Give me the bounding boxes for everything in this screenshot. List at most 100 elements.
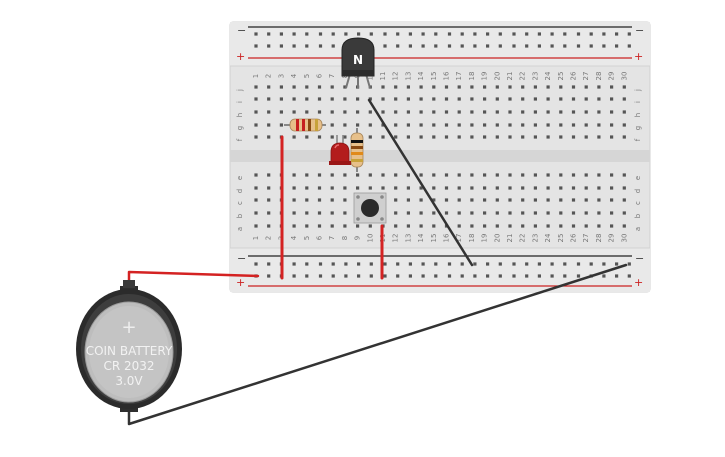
hole-h7[interactable]	[330, 110, 334, 114]
hole-i12[interactable]	[394, 97, 398, 101]
hole-j22[interactable]	[521, 85, 525, 89]
rail-hole-top-minus-19[interactable]	[486, 32, 490, 36]
hole-b20[interactable]	[495, 211, 499, 215]
hole-c30[interactable]	[622, 198, 626, 202]
hole-d21[interactable]	[508, 186, 512, 190]
rail-hole-bottom-plus-23[interactable]	[537, 274, 541, 278]
hole-f7[interactable]	[330, 135, 334, 139]
hole-d10[interactable]	[368, 186, 372, 190]
hole-c15[interactable]	[432, 198, 436, 202]
hole-b22[interactable]	[521, 211, 525, 215]
hole-e23[interactable]	[533, 173, 537, 177]
rail-hole-top-minus-24[interactable]	[550, 32, 554, 36]
rail-hole-top-plus-15[interactable]	[434, 44, 438, 48]
rail-hole-bottom-minus-19[interactable]	[486, 262, 490, 266]
rail-hole-bottom-minus-2[interactable]	[267, 262, 271, 266]
resistor-horizontal[interactable]	[284, 118, 326, 132]
hole-j7[interactable]	[330, 85, 334, 89]
rail-hole-bottom-plus-16[interactable]	[447, 274, 452, 278]
hole-g20[interactable]	[495, 123, 499, 127]
hole-b15[interactable]	[432, 211, 436, 215]
rail-hole-bottom-minus-15[interactable]	[434, 262, 438, 266]
hole-h28[interactable]	[597, 110, 601, 114]
hole-g13[interactable]	[406, 123, 410, 127]
hole-e13[interactable]	[406, 173, 410, 177]
hole-f29[interactable]	[610, 135, 614, 139]
rail-hole-top-minus-15[interactable]	[434, 32, 438, 36]
rail-hole-top-plus-13[interactable]	[408, 44, 412, 48]
hole-h22[interactable]	[521, 110, 525, 114]
hole-d7[interactable]	[330, 186, 334, 190]
hole-g10[interactable]	[368, 123, 372, 127]
hole-h23[interactable]	[533, 110, 537, 114]
rail-hole-top-plus-4[interactable]	[292, 44, 296, 48]
hole-c7[interactable]	[330, 198, 334, 202]
rail-hole-bottom-minus-9[interactable]	[357, 262, 361, 266]
rail-hole-bottom-minus-5[interactable]	[305, 262, 309, 266]
rail-hole-top-plus-6[interactable]	[318, 44, 323, 48]
hole-d13[interactable]	[406, 186, 410, 190]
hole-e20[interactable]	[495, 173, 499, 177]
hole-i17[interactable]	[457, 97, 461, 101]
hole-g26[interactable]	[571, 123, 576, 127]
hole-i28[interactable]	[597, 97, 601, 101]
hole-f18[interactable]	[470, 135, 474, 139]
hole-c24[interactable]	[546, 198, 550, 202]
rail-hole-bottom-minus-4[interactable]	[292, 262, 296, 266]
hole-a1[interactable]	[254, 224, 258, 228]
hole-b25[interactable]	[559, 211, 563, 215]
rail-hole-top-plus-21[interactable]	[512, 44, 516, 48]
hole-f15[interactable]	[432, 135, 436, 139]
hole-h24[interactable]	[546, 110, 550, 114]
hole-a30[interactable]	[622, 224, 626, 228]
rail-hole-bottom-minus-20[interactable]	[498, 262, 502, 266]
hole-i8[interactable]	[343, 97, 347, 101]
rail-hole-top-plus-25[interactable]	[563, 44, 567, 48]
hole-d8[interactable]	[343, 186, 347, 190]
hole-c13[interactable]	[406, 198, 410, 202]
hole-f13[interactable]	[406, 135, 410, 139]
hole-h4[interactable]	[292, 110, 296, 114]
rail-hole-top-plus-2[interactable]	[267, 44, 271, 48]
hole-b18[interactable]	[470, 211, 474, 215]
hole-f28[interactable]	[597, 135, 601, 139]
hole-a2[interactable]	[267, 224, 271, 228]
rail-hole-bottom-plus-17[interactable]	[460, 274, 464, 278]
rail-hole-top-plus-3[interactable]	[279, 44, 283, 48]
hole-i11[interactable]	[381, 97, 385, 101]
hole-j5[interactable]	[305, 85, 309, 89]
hole-d14[interactable]	[419, 186, 423, 190]
rail-hole-bottom-plus-29[interactable]	[615, 274, 619, 278]
hole-a27[interactable]	[584, 224, 588, 228]
hole-e19[interactable]	[483, 173, 487, 177]
hole-i3[interactable]	[279, 97, 283, 101]
hole-c25[interactable]	[559, 198, 563, 202]
hole-f12[interactable]	[394, 135, 398, 139]
hole-e26[interactable]	[571, 173, 576, 177]
hole-d23[interactable]	[533, 186, 537, 190]
hole-f11[interactable]	[381, 135, 385, 139]
rail-hole-bottom-minus-8[interactable]	[344, 262, 348, 266]
hole-b19[interactable]	[483, 211, 487, 215]
hole-g17[interactable]	[457, 123, 461, 127]
hole-h6[interactable]	[317, 110, 322, 114]
hole-f16[interactable]	[444, 135, 449, 139]
rail-hole-top-plus-17[interactable]	[460, 44, 464, 48]
hole-a10[interactable]	[368, 224, 372, 228]
hole-b26[interactable]	[571, 211, 576, 215]
rail-hole-top-minus-23[interactable]	[537, 32, 541, 36]
hole-b14[interactable]	[419, 211, 423, 215]
hole-b2[interactable]	[267, 211, 271, 215]
hole-d6[interactable]	[317, 186, 322, 190]
hole-i6[interactable]	[317, 97, 322, 101]
rail-hole-bottom-plus-13[interactable]	[408, 274, 412, 278]
hole-j4[interactable]	[292, 85, 296, 89]
rail-hole-top-minus-22[interactable]	[525, 32, 529, 36]
hole-d20[interactable]	[495, 186, 499, 190]
hole-i20[interactable]	[495, 97, 499, 101]
hole-b27[interactable]	[584, 211, 588, 215]
hole-i1[interactable]	[254, 97, 258, 101]
hole-h20[interactable]	[495, 110, 499, 114]
hole-a12[interactable]	[394, 224, 398, 228]
rail-hole-top-minus-1[interactable]	[254, 32, 258, 36]
